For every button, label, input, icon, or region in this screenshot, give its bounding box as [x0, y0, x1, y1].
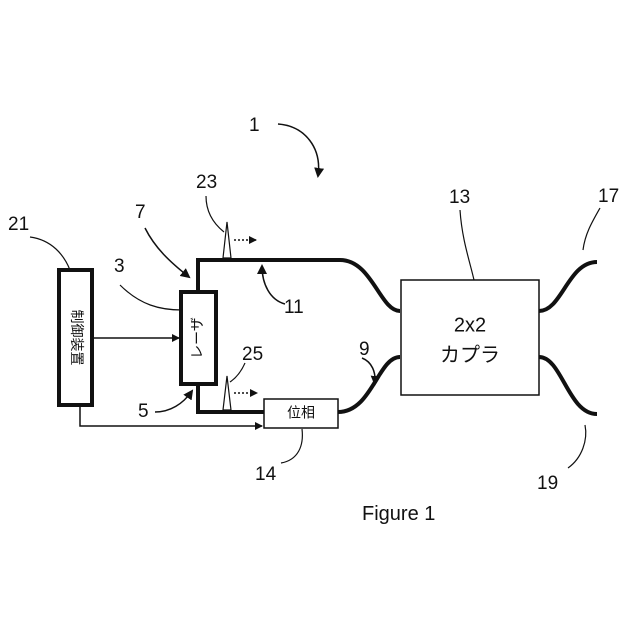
leader-7 — [145, 228, 189, 277]
leader-5 — [155, 391, 192, 412]
coupler-label-line1: 2x2 — [454, 314, 486, 336]
ref-17: 17 — [598, 186, 619, 207]
ref-13: 13 — [449, 187, 470, 208]
ref-11: 11 — [284, 297, 304, 318]
leader-14 — [281, 429, 302, 463]
leader-1 — [278, 124, 319, 176]
ref-23: 23 — [196, 172, 217, 193]
phase-label: 位相 — [287, 405, 315, 421]
ref-21: 21 — [8, 214, 29, 235]
output-fiber-bottom — [539, 357, 597, 414]
ref-7: 7 — [135, 202, 146, 223]
leader-13 — [460, 210, 474, 280]
laser-label: レーザ — [189, 317, 205, 359]
ref-25: 25 — [242, 344, 263, 365]
leader-17 — [583, 208, 600, 250]
leader-23 — [206, 196, 224, 232]
ref-14: 14 — [255, 464, 277, 485]
leader-3 — [120, 285, 182, 310]
leader-9 — [362, 358, 375, 384]
output-indicator-23 — [223, 222, 231, 258]
coupler-box — [401, 280, 539, 395]
output-fiber-top — [539, 262, 597, 311]
controller-label: 制御装置 — [69, 310, 85, 366]
leader-11 — [262, 266, 285, 304]
ref-19: 19 — [537, 473, 558, 494]
leader-25 — [230, 363, 245, 382]
leader-21 — [30, 237, 70, 270]
lower-fiber-right — [338, 357, 400, 412]
ref-3: 3 — [114, 256, 125, 277]
output-indicator-25 — [223, 376, 231, 410]
ref-9: 9 — [359, 339, 370, 360]
ref-5: 5 — [138, 401, 149, 422]
leader-19 — [568, 425, 586, 468]
coupler-label-line2: カプラ — [440, 344, 500, 366]
figure-caption: Figure 1 — [362, 503, 435, 525]
ref-1: 1 — [249, 115, 260, 136]
